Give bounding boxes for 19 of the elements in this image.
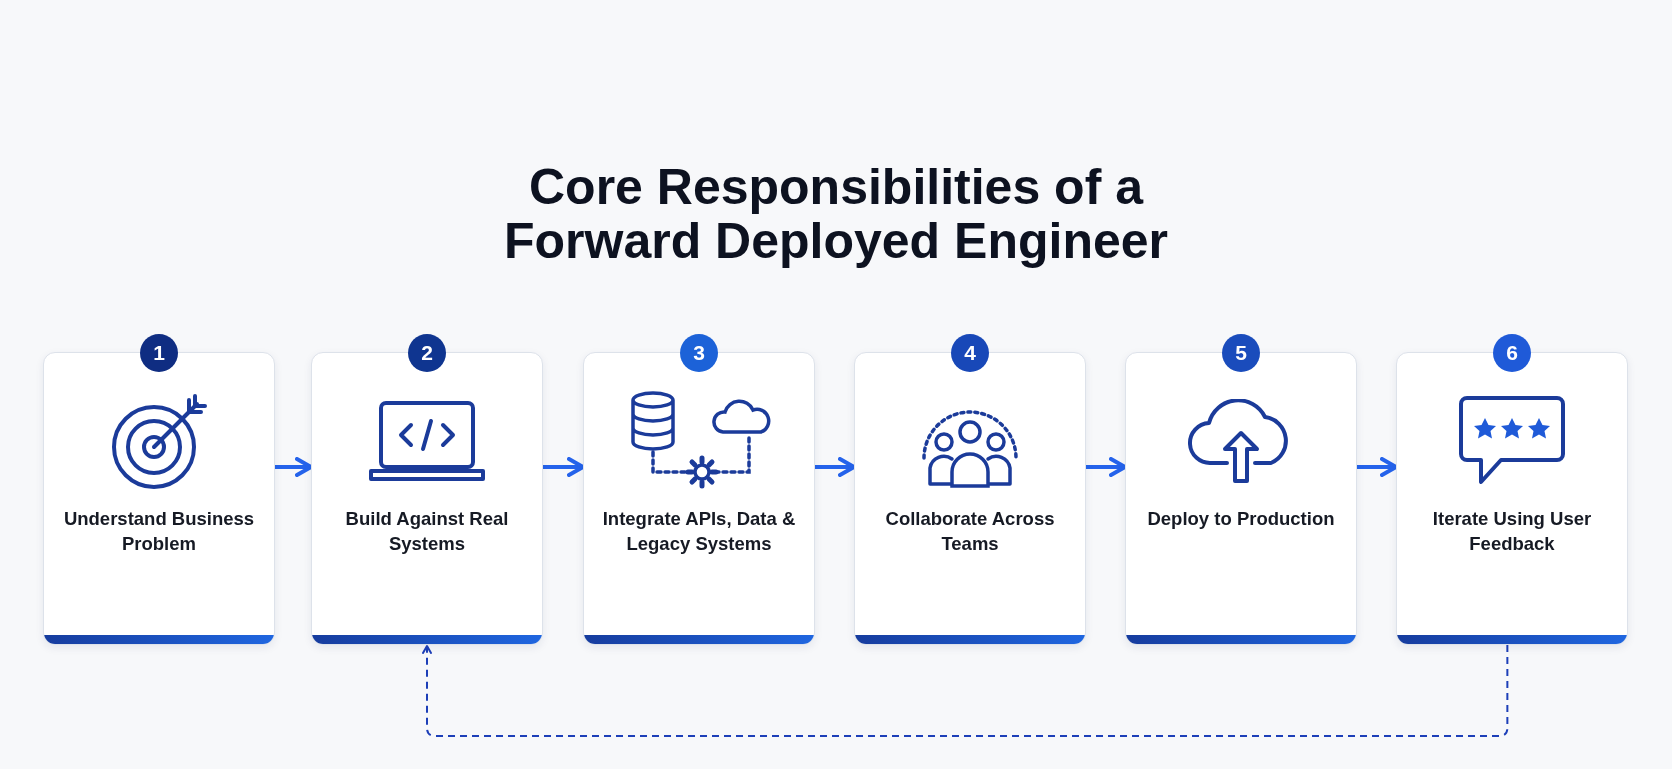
step-number: 6 xyxy=(1493,334,1531,372)
flow-arrow xyxy=(1086,457,1127,477)
step-label: Deploy to Production xyxy=(1146,507,1336,531)
flow-arrow xyxy=(543,457,585,477)
step-label: Integrate APIs, Data & Legacy Systems xyxy=(601,507,797,556)
flow-arrow xyxy=(275,457,313,477)
flow-arrow xyxy=(815,457,856,477)
step-label: Iterate Using User Feedback xyxy=(1431,507,1593,556)
feedback-loop-arrow xyxy=(422,644,1509,737)
step-number: 5 xyxy=(1222,334,1260,372)
diagram-title: Core Responsibilities of a Forward Deployed Engineer xyxy=(503,160,1169,268)
step-number: 2 xyxy=(408,334,446,372)
step-label: Collaborate Across Teams xyxy=(884,507,1056,556)
step-number: 3 xyxy=(680,334,718,372)
step-number: 1 xyxy=(140,334,178,372)
step-number: 4 xyxy=(951,334,989,372)
step-label: Build Against Real Systems xyxy=(344,507,510,556)
step-label: Understand Business Problem xyxy=(62,507,256,556)
flow-arrow xyxy=(1357,457,1398,477)
